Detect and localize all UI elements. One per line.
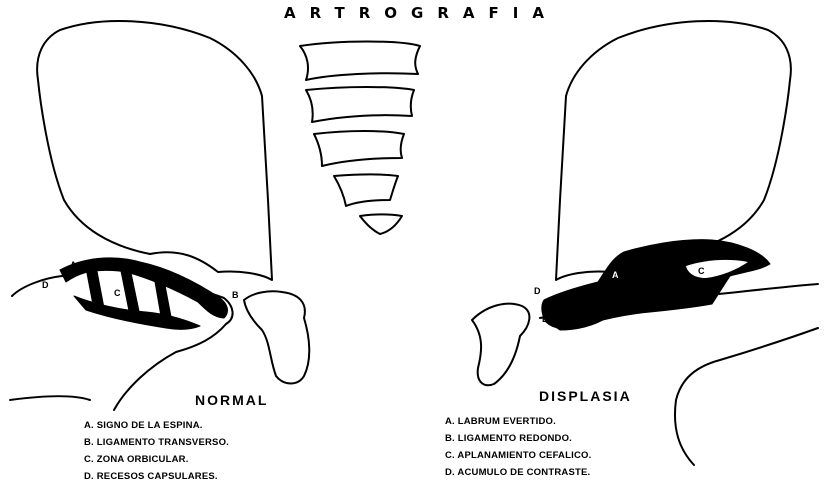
displasia-contrast	[542, 240, 770, 329]
normal-marker-d: D	[42, 280, 49, 290]
displasia-title: DISPLASIA	[539, 388, 632, 404]
displasia-marker-d: D	[534, 286, 541, 296]
normal-legend-item-b: B. LIGAMENTO TRANSVERSO.	[84, 434, 229, 451]
normal-marker-c: C	[114, 288, 121, 298]
normal-legend-item-c: C. ZONA ORBICULAR.	[84, 451, 229, 468]
displasia-legend-item-c: C. APLANAMIENTO CEFALICO.	[445, 447, 591, 464]
sacrum-segment-3	[314, 131, 404, 166]
sacrum-segment-2	[306, 87, 414, 122]
normal-marker-a: A	[70, 260, 77, 270]
normal-legend-item-a: A. SIGNO DE LA ESPINA.	[84, 417, 229, 434]
normal-title: NORMAL	[195, 392, 268, 408]
normal-femur-base	[10, 396, 90, 400]
sacrum-segment-4	[334, 175, 398, 207]
sacrum-segment-1	[300, 42, 420, 81]
displasia-marker-c: C	[698, 266, 705, 276]
displasia-legend: A. LABRUM EVERTIDO. B. LIGAMENTO REDONDO…	[445, 413, 591, 481]
pelvis-drawing: A B C D A B C D	[0, 0, 828, 475]
left-ilium	[37, 21, 272, 280]
artrografia-diagram: ARTROGRAFIA	[0, 0, 828, 475]
normal-trochanter	[244, 291, 309, 383]
normal-legend-item-d: D. RECESOS CAPSULARES.	[84, 468, 229, 485]
displasia-marker-a: A	[612, 270, 619, 280]
normal-marker-b: B	[232, 290, 239, 300]
coccyx	[360, 215, 402, 235]
displasia-legend-item-a: A. LABRUM EVERTIDO.	[445, 413, 591, 430]
displasia-trochanter	[472, 304, 529, 386]
displasia-legend-item-b: B. LIGAMENTO REDONDO.	[445, 430, 591, 447]
displasia-marker-b: B	[542, 314, 549, 324]
displasia-legend-item-d: D. ACUMULO DE CONTRASTE.	[445, 464, 591, 481]
